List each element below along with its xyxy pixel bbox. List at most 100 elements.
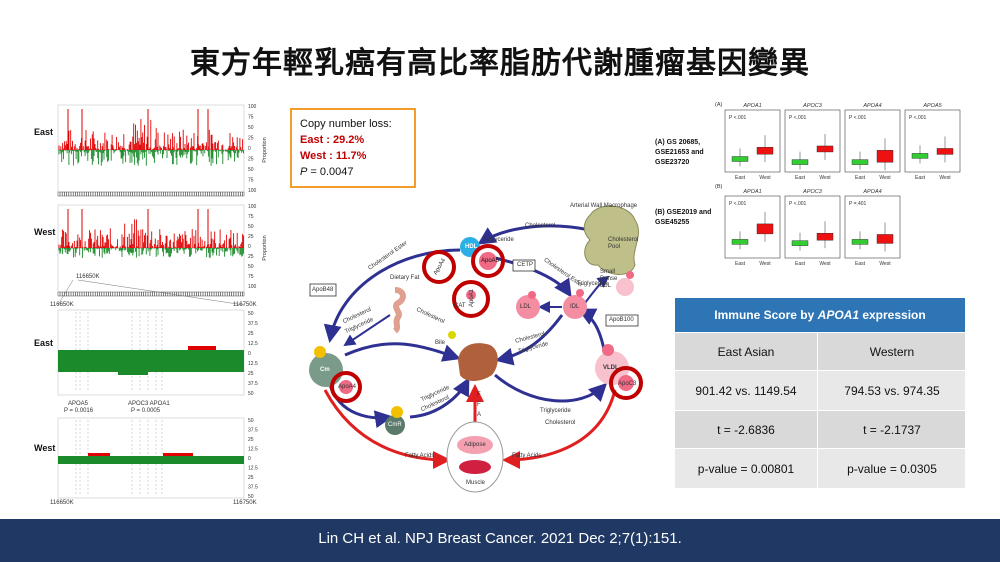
east-loss-band [58, 350, 244, 372]
copy-number-heading: Copy number loss: [300, 118, 392, 130]
plot-gene-label: APOA4 [862, 189, 881, 195]
label-cm: Cm [320, 367, 330, 373]
arrow-vldl-fatty-acids [502, 389, 617, 469]
x-label-west: West [759, 175, 771, 181]
plot-p-value: P <.001 [789, 201, 807, 207]
copy-number-east: East : 29.2% [300, 134, 365, 146]
east-loss-segment [118, 372, 148, 375]
boxplot-apoa5-a [904, 109, 961, 173]
apoa4-particle [339, 380, 353, 394]
arrow-vldl-to-idl [577, 308, 607, 356]
west-box [936, 148, 954, 155]
west-box [816, 145, 834, 153]
tick-label: 0 [248, 146, 251, 152]
highlight-ring-apoa5 [471, 244, 505, 278]
x-label-west: West [879, 261, 891, 267]
chromosome-ideogram [57, 191, 245, 197]
plot-gene-label: APOA4 [862, 103, 881, 109]
label-adipose: Adipose [464, 442, 486, 448]
x-label-east: East [735, 261, 746, 267]
west-box [756, 147, 774, 155]
ldl-particle [516, 295, 540, 319]
plot-p-value: P <.001 [909, 115, 927, 121]
tick-label: 50 [248, 494, 254, 500]
table-cell: p-value = 0.00801 [675, 449, 818, 488]
panel-a-tag: (A) [715, 102, 723, 108]
arrow-idl-to-liver [495, 314, 564, 366]
label-small-dense-ldl: Small Dense LDL [600, 269, 618, 289]
p-symbol: P [300, 166, 308, 178]
plot-p-value: P <.001 [789, 115, 807, 121]
idl-particle [563, 295, 587, 319]
label-cholesterol: Cholesterol [525, 223, 556, 229]
apob100-box [605, 314, 639, 327]
tick-label: 12.5 [248, 447, 258, 453]
apoa5-particle [479, 252, 497, 270]
tick-label: 100 [248, 204, 257, 210]
column-header-east-asian: East Asian [675, 333, 818, 370]
gene-pvalue-apoa5: P = 0.0016 [64, 408, 94, 414]
label-cat: CAT [454, 303, 466, 309]
label-triglyceride: Triglyceride [577, 281, 608, 287]
label-fatty-acids: Fatty Acids [512, 453, 542, 459]
table-row: p-value = 0.00801 p-value = 0.0305 [675, 448, 965, 488]
label-cholesterol: Cholesterol [545, 420, 576, 426]
intestine-organ [392, 287, 406, 334]
copy-number-pvalue: P = 0.0047 [300, 164, 406, 180]
table-cell: t = -2.1737 [863, 422, 921, 437]
arrow-liver-to-vldl [494, 373, 608, 403]
tick-label: 75 [248, 115, 254, 121]
tick-label: 37.5 [248, 381, 258, 387]
label-arterial-macrophage: Arterial Wall Macrophage [570, 203, 638, 209]
label-bile: Bile [435, 340, 446, 346]
x-label-west: West [879, 175, 891, 181]
east-box [851, 239, 869, 245]
tick-label: 50 [248, 125, 254, 131]
boxplot-apoc3-b [784, 195, 841, 259]
arrow-cm-fatty-acids [323, 389, 451, 469]
chromosome-ideogram [57, 291, 245, 297]
vldl-particle [595, 351, 629, 385]
tick-label: 25 [248, 475, 254, 481]
small-ldl-particle [616, 278, 634, 296]
gene-label-apoc3-apoa1: APOC3 APOA1 [128, 401, 170, 407]
label-apoc3: ApoC3 [618, 381, 637, 387]
coord-label: 116650K [50, 302, 74, 308]
immune-score-table: Immune Score by APOA1 expression East As… [675, 298, 965, 488]
arrow-cm-to-liver [344, 342, 461, 362]
zoom-connector [77, 279, 245, 306]
west-gain-segment [88, 453, 110, 456]
label-cholesterol-pool: Cholesterol Pool [608, 237, 639, 250]
tick-label: 25 [248, 254, 254, 260]
column-header-western: Western [869, 344, 915, 359]
coord-label: 116750K [233, 500, 257, 506]
pathway-graphic [309, 205, 643, 493]
label-triglyceride: Triglyceride [540, 408, 571, 414]
x-label-east: East [855, 175, 866, 181]
immune-title-suffix: expression [859, 308, 926, 322]
table-cell: t = -2.6836 [675, 411, 818, 448]
tick-label: 50 [248, 311, 254, 317]
tick-label: 12.5 [248, 361, 258, 367]
label-apob48: ApoB48 [312, 287, 334, 293]
x-label-west: West [819, 175, 831, 181]
arrow-macrophage-to-hdl [477, 224, 591, 245]
tick-label: 50 [248, 224, 254, 230]
label-hdl: HDL [465, 244, 478, 250]
label-cmr: CmR [388, 422, 402, 428]
tick-label: 100 [248, 188, 257, 194]
west-gain-segment [163, 453, 193, 456]
highlight-ring-apoa4 [422, 250, 456, 284]
plot-gene-label: APOC3 [802, 103, 823, 109]
plot-gene-label: APOA1 [742, 189, 761, 195]
tick-label: 12.5 [248, 466, 258, 472]
x-label-east: East [915, 175, 926, 181]
proportion-label: Proportion [262, 235, 268, 260]
west-box [756, 223, 774, 235]
label-ldl: LDL [520, 304, 532, 310]
coord-label: 116650K [76, 274, 100, 280]
tick-label: 100 [248, 104, 257, 110]
label-muscle: Muscle [466, 480, 486, 486]
cetp-box [512, 259, 536, 272]
